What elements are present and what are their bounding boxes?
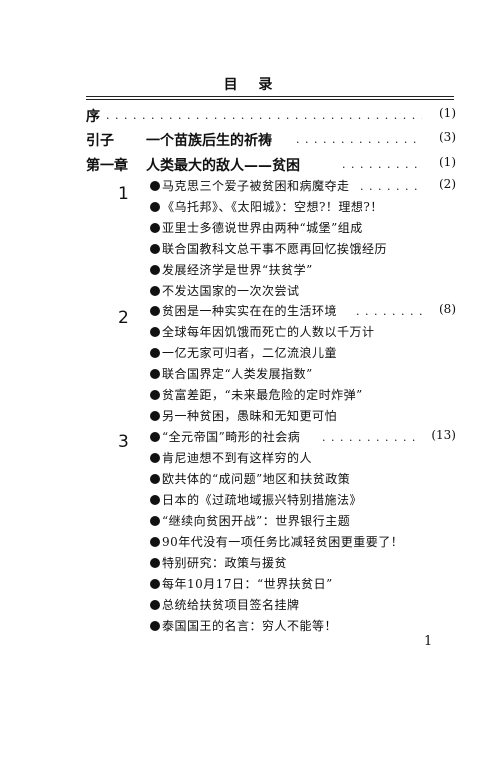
entry-page: (1) — [439, 106, 456, 120]
toc-item[interactable]: 特别研究：政策与援贫 — [0, 554, 504, 574]
toc-item[interactable]: 联合国教科文总干事不愿再回忆挨饿经历 — [0, 240, 504, 260]
toc-item[interactable]: 欧共体的“成问题”地区和扶贫政策 — [0, 470, 504, 490]
bullet-icon — [150, 558, 160, 568]
toc-item[interactable]: 贫困是一种实实在在的生活环境 . . . . . . . . . . . . . … — [0, 302, 504, 322]
item-page: (2) — [439, 177, 456, 191]
item-text: 90年代没有一项任务比减轻贫困更重要了！ — [162, 535, 404, 549]
bullet-icon — [150, 265, 160, 275]
item-text: 马克思三个爱子被贫困和病魔夺走 — [162, 179, 350, 193]
toc-item[interactable]: 《乌托邦》、《太阳城》：空想?！理想?！ — [0, 198, 504, 218]
item-text: 《乌托邦》、《太阳城》：空想?！理想?！ — [162, 200, 383, 214]
item-text: 肯尼迪想不到有这样穷的人 — [162, 451, 313, 465]
item-text: “继续向贫困开战”：世界银行主题 — [162, 514, 351, 528]
leader-dots: . . . . . . . . . . . . . . . . . . . . … — [322, 431, 416, 444]
leader-dots: . . . . . . . . . . . . . . . . . . . . … — [342, 158, 422, 171]
page-folio: 1 — [424, 634, 433, 649]
leader-dots: . . . . . . . . . . . . . . . . . . . . … — [296, 133, 422, 146]
toc-item[interactable]: 发展经济学是世界“扶贫学” — [0, 261, 504, 281]
section-number: 2 — [118, 308, 129, 328]
bullet-icon — [150, 537, 160, 547]
bullet-icon — [150, 286, 160, 296]
toc-item[interactable]: 联合国界定“人类发展指数” — [0, 365, 504, 385]
item-text: 亚里士多德说世界由两种“城堡”组成 — [162, 221, 363, 235]
toc-item[interactable]: 不发达国家的一次次尝试 — [0, 282, 504, 302]
toc-item[interactable]: 泰国国王的名言：穷人不能等！ — [0, 617, 504, 637]
toc-item[interactable]: 马克思三个爱子被贫困和病魔夺走 . . . . . . . . . . . . .… — [0, 177, 504, 197]
item-text: 每年10月17日：“世界扶贫日” — [162, 577, 333, 591]
item-text: 联合国教科文总干事不愿再回忆挨饿经历 — [162, 242, 388, 256]
item-text: 总统给扶贫项目签名挂牌 — [162, 598, 300, 612]
toc-item[interactable]: “全元帝国”畸形的社会病 . . . . . . . . . . . . . . … — [0, 428, 504, 448]
toc-item[interactable]: 90年代没有一项任务比减轻贫困更重要了！ — [0, 533, 504, 553]
item-text: 泰国国王的名言：穷人不能等！ — [162, 619, 338, 633]
toc-item[interactable]: 全球每年因饥饿而死亡的人数以千万计 — [0, 323, 504, 343]
toc-item[interactable]: 每年10月17日：“世界扶贫日” — [0, 575, 504, 595]
section-number: 1 — [118, 184, 129, 204]
item-text: 另一种贫困，愚昧和无知更可怕 — [162, 409, 338, 423]
bullet-icon — [150, 306, 160, 316]
bullet-icon — [150, 348, 160, 358]
title-rule-double — [86, 99, 454, 100]
toc-item[interactable]: 一亿无家可归者，二亿流浪儿童 — [0, 344, 504, 364]
leader-dots: . . . . . . . . . . . . . . . . . . . . … — [106, 109, 422, 122]
bullet-icon — [150, 411, 160, 421]
bullet-icon — [150, 474, 160, 484]
toc-entry-chapter-1[interactable]: 第一章 人类最大的敌人——贫困 . . . . . . . . . . . . … — [0, 155, 504, 175]
entry-title: 一个苗族后生的祈祷 — [146, 133, 272, 149]
toc-item[interactable]: 亚里士多德说世界由两种“城堡”组成 — [0, 219, 504, 239]
entry-label: 序 — [86, 109, 100, 125]
item-text: 不发达国家的一次次尝试 — [162, 284, 300, 298]
bullet-icon — [150, 453, 160, 463]
item-text: 贫困是一种实实在在的生活环境 — [162, 304, 338, 318]
bullet-icon — [150, 244, 160, 254]
item-text: 联合国界定“人类发展指数” — [162, 367, 313, 381]
bullet-icon — [150, 181, 160, 191]
bullet-icon — [150, 621, 160, 631]
item-text: 全球每年因饥饿而死亡的人数以千万计 — [162, 325, 375, 339]
item-page: (8) — [439, 302, 456, 316]
bullet-icon — [150, 202, 160, 212]
toc-entry-prologue[interactable]: 引子 一个苗族后生的祈祷 . . . . . . . . . . . . . .… — [0, 130, 504, 150]
bullet-icon — [150, 390, 160, 400]
item-text: 欧共体的“成问题”地区和扶贫政策 — [162, 472, 351, 486]
entry-page: (1) — [439, 155, 456, 169]
bullet-icon — [150, 516, 160, 526]
section-number: 3 — [118, 432, 129, 452]
toc-entry-preface[interactable]: 序 . . . . . . . . . . . . . . . . . . . … — [0, 106, 504, 126]
item-text: 贫富差距，“未来最危险的定时炸弹” — [162, 388, 363, 402]
toc-item[interactable]: 日本的《过疏地域振兴特别措施法》 — [0, 491, 504, 511]
entry-title: 人类最大的敌人——贫困 — [146, 158, 300, 174]
toc-item[interactable]: 肯尼迪想不到有这样穷的人 — [0, 449, 504, 469]
bullet-icon — [150, 600, 160, 610]
bullet-icon — [150, 223, 160, 233]
toc-item[interactable]: 贫富差距，“未来最危险的定时炸弹” — [0, 386, 504, 406]
leader-dots: . . . . . . . . . . . . . . . . — [360, 180, 422, 193]
item-text: 特别研究：政策与援贫 — [162, 556, 288, 570]
toc-item[interactable]: 总统给扶贫项目签名挂牌 — [0, 596, 504, 616]
item-text: 日本的《过疏地域振兴特别措施法》 — [162, 493, 363, 507]
title-rule — [86, 96, 454, 97]
entry-page: (3) — [439, 130, 456, 144]
entry-label: 引子 — [86, 133, 114, 149]
bullet-icon — [150, 579, 160, 589]
item-page: (13) — [431, 428, 456, 442]
bullet-icon — [150, 432, 160, 442]
toc-item[interactable]: “继续向贫困开战”：世界银行主题 — [0, 512, 504, 532]
bullet-icon — [150, 369, 160, 379]
item-text: 发展经济学是世界“扶贫学” — [162, 263, 313, 277]
bullet-icon — [150, 495, 160, 505]
toc-item[interactable]: 另一种贫困，愚昧和无知更可怕 — [0, 407, 504, 427]
item-text: 一亿无家可归者，二亿流浪儿童 — [162, 346, 338, 360]
toc-title: 目 录 — [223, 77, 281, 93]
bullet-icon — [150, 327, 160, 337]
entry-label: 第一章 — [86, 158, 128, 174]
item-text: “全元帝国”畸形的社会病 — [162, 430, 301, 444]
leader-dots: . . . . . . . . . . . . . . . . . — [356, 305, 422, 318]
